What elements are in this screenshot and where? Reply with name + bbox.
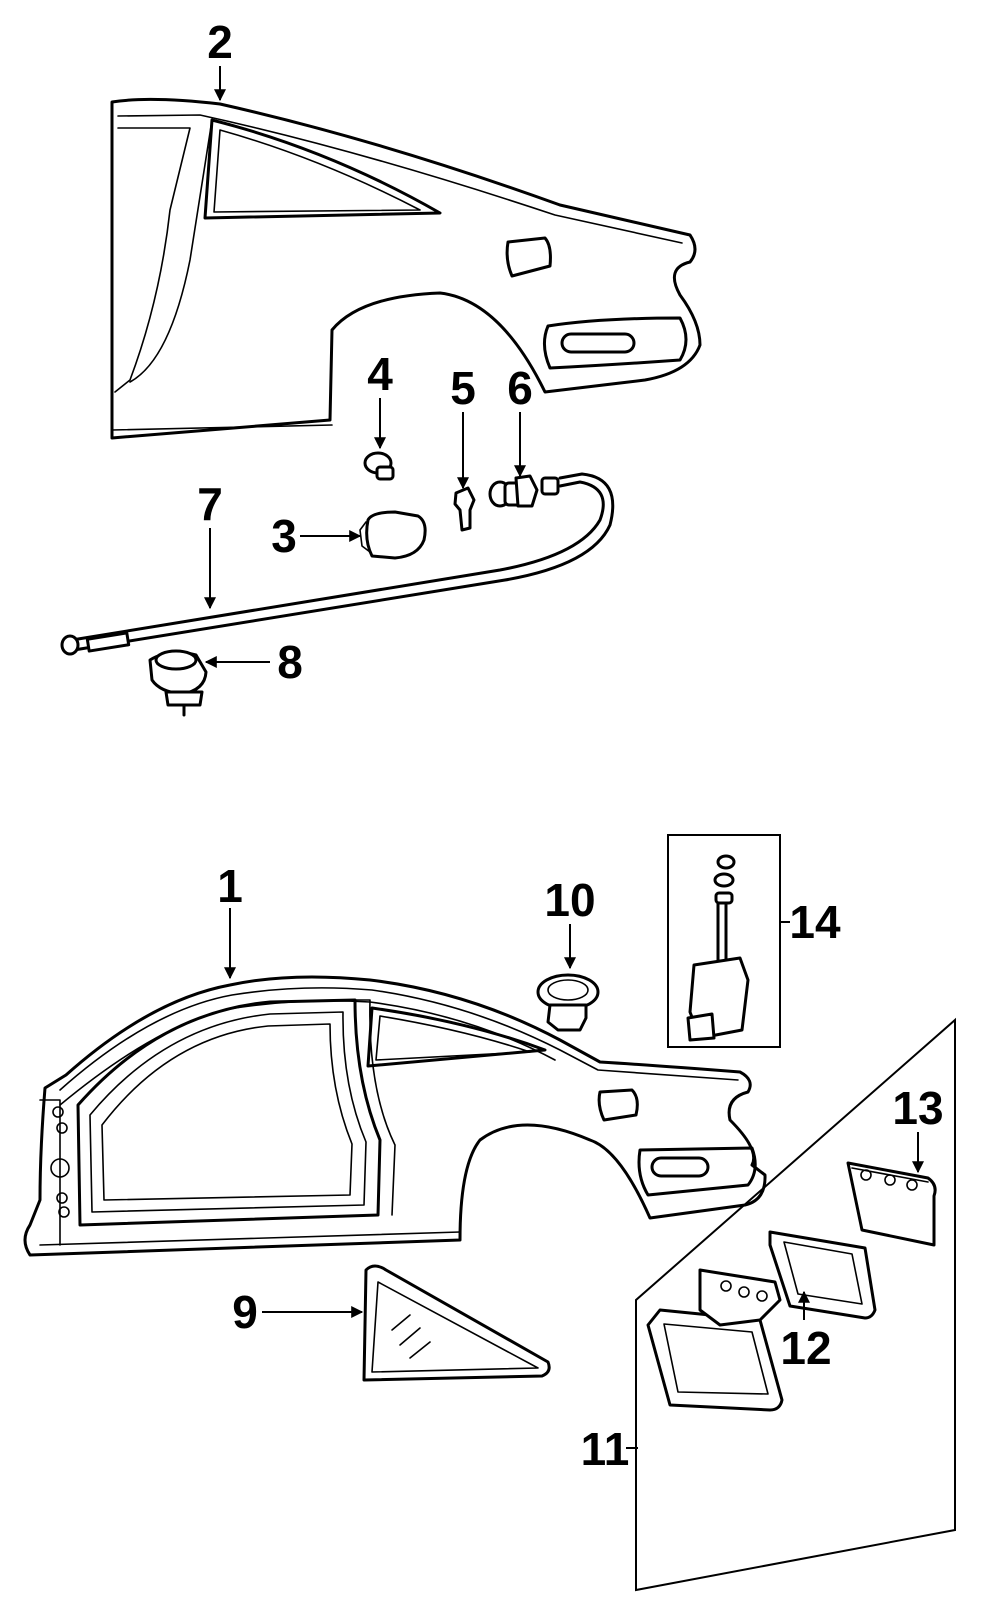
aperture-panel [23, 975, 767, 1257]
quarter-panel-outer [110, 97, 702, 440]
callout-labels: 2 4 5 6 7 3 8 1 10 14 13 9 12 11 [197, 16, 943, 1475]
lock-cylinder [488, 474, 539, 508]
callout-2: 2 [207, 16, 233, 68]
callout-12: 12 [780, 1322, 831, 1374]
callout-14: 14 [789, 896, 841, 948]
lamp-gasket-group [635, 1017, 956, 1592]
callout-4: 4 [367, 348, 393, 400]
leader-lines [204, 66, 924, 1449]
key [453, 486, 476, 532]
fuel-door [359, 510, 427, 560]
callout-13: 13 [892, 1082, 943, 1134]
callout-8: 8 [277, 636, 303, 688]
callout-6: 6 [507, 362, 533, 414]
callout-5: 5 [450, 362, 476, 414]
actuator-group [667, 834, 781, 1048]
callout-11: 11 [581, 1423, 630, 1475]
release-cable [60, 472, 615, 656]
callout-10: 10 [544, 874, 595, 926]
callout-1: 1 [217, 860, 243, 912]
callout-7: 7 [197, 478, 223, 530]
filler-housing [536, 973, 600, 1032]
fuel-door-bumper [363, 451, 395, 481]
quarter-glass [362, 1264, 551, 1382]
cable-clip [148, 649, 208, 717]
callout-3: 3 [271, 510, 297, 562]
callout-9: 9 [232, 1286, 258, 1338]
